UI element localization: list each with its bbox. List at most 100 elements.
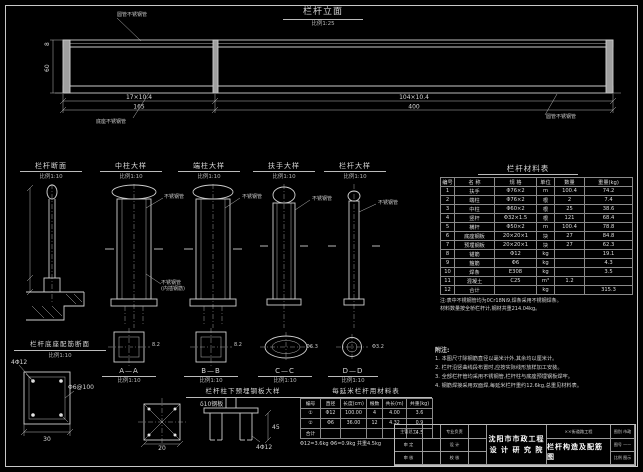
per-meter-table-footer: Φ12=3.6kg Φ6=0.9kg 共重4.5kg <box>300 441 382 447</box>
table-cell: 38.6 <box>584 204 633 214</box>
dim-400: 400 <box>408 104 420 111</box>
table-cell: 端柱 <box>454 195 495 205</box>
table-cell: 根 <box>536 204 555 214</box>
table-cell: 10 <box>440 267 455 277</box>
table-cell: 底座钢板 <box>454 231 495 241</box>
table-cell <box>554 258 585 268</box>
table-cell: 直径 <box>320 398 341 409</box>
table-cell: 预埋钢板 <box>454 240 495 250</box>
section-a-a-scale: 比例1:10 <box>117 378 141 384</box>
table-cell: 20×20×1 <box>494 240 537 250</box>
table-cell: 19.1 <box>584 249 633 259</box>
detail-scale-handrail: 比例1:10 <box>272 174 296 180</box>
table-cell: Φ50×2 <box>494 222 537 232</box>
table-cell: 4.00 <box>382 408 407 419</box>
institute-name: 沈阳市市政工程 设 计 研 究 院 <box>487 425 547 465</box>
label-stainless-tube-5: 不锈钢管 <box>378 200 399 206</box>
section-c-c-dim: Φ6.3 <box>306 344 318 350</box>
label-stainless-tube-1: 不锈钢管 <box>164 194 185 200</box>
table-cell: Φ12 <box>494 249 537 259</box>
railing-elevation-drawing: 8 60 17×10.4 104×10.4 165 400 <box>44 17 621 119</box>
table-cell <box>366 428 383 439</box>
dim-left-top: 8 <box>44 42 51 46</box>
table-cell: 块 <box>536 240 555 250</box>
meta-sheet-scale: 比例 图示 <box>611 452 635 465</box>
section-b-b-title: B—B <box>184 367 238 378</box>
signature-cell <box>469 452 487 465</box>
plate-thickness-label: δ10钢板 <box>200 400 223 408</box>
table-cell: 合计 <box>300 428 321 439</box>
table-cell: 25 <box>554 204 585 214</box>
base-section-scale: 比例1:10 <box>48 353 72 359</box>
signature-cell <box>423 425 441 439</box>
base-section-drawing: 4Φ12 Φ6@100 30 <box>11 359 94 443</box>
table-cell: 锚筋 <box>454 249 495 259</box>
table-cell: 名 称 <box>454 177 495 187</box>
table-cell: kg <box>536 249 555 259</box>
table-cell: 20×20×1 <box>494 231 537 241</box>
table-cell: Φ6 <box>320 418 341 429</box>
label-stainless-tube-2-line2: (内插钢筋) <box>161 286 185 292</box>
table-cell: 焊条 <box>454 267 495 277</box>
annotation-steel-tube-top: 圆管不锈钢管 <box>117 12 148 18</box>
note-item-3: 3. 全部栏杆管均采用不锈钢管,栏杆柱与底座预埋钢板焊牢。 <box>435 374 573 381</box>
table-cell: 横杆 <box>454 222 495 232</box>
table-cell: 中柱 <box>454 204 495 214</box>
table-cell <box>554 285 585 295</box>
signature-cell <box>469 425 487 439</box>
handrail-detail-drawing <box>260 184 311 328</box>
table-cell: 7.4 <box>584 195 633 205</box>
table-cell: 编号 <box>440 177 455 187</box>
table-cell: 78.8 <box>584 222 633 232</box>
meta-sheet-number: 图号 —— <box>611 439 635 452</box>
table-cell: 121 <box>554 213 585 223</box>
table-cell: 12 <box>440 285 455 295</box>
table-cell: 重量(kg) <box>584 177 633 187</box>
table-cell: 3.6 <box>406 408 433 419</box>
table-cell: 100.00 <box>340 408 367 419</box>
detail-scale-midpost: 比例1:10 <box>119 174 143 180</box>
per-meter-table-title: 每延米栏杆用材料表 <box>300 387 432 398</box>
table-cell: 5 <box>440 222 455 232</box>
note-item-4: 4. 钢筋焊接采用双面焊,每延米栏杆重约12.6kg,总重见材料表。 <box>435 383 583 390</box>
plate-anchor-rebar-label: 4Φ12 <box>256 444 272 451</box>
elevation-title: 栏杆立面 <box>283 7 363 20</box>
table-cell: 规 格 <box>494 177 537 187</box>
table-row: 编号名 称规 格单位数量重量(kg) <box>440 177 633 187</box>
table-cell: E308 <box>494 267 537 277</box>
table-cell: 编号 <box>300 398 321 409</box>
table-cell: 12 <box>366 418 383 429</box>
table-cell: 36.00 <box>340 418 367 429</box>
table-cell: 块 <box>536 231 555 241</box>
table-cell <box>340 428 367 439</box>
table-cell <box>320 428 341 439</box>
table-cell: 7 <box>440 240 455 250</box>
role-label-discipline-lead: 专业负责 <box>441 425 469 439</box>
section-a-a-dim: 8.2 <box>152 342 160 348</box>
elevation-scale: 比例1:25 <box>311 21 335 27</box>
baluster-detail-drawing <box>328 184 380 328</box>
label-stainless-tube-2: 不锈钢管 (内插钢筋) <box>161 280 185 292</box>
table-cell: 100.4 <box>554 186 585 196</box>
table-cell: 27 <box>554 231 585 241</box>
table-cell: 长度(cm) <box>340 398 367 409</box>
table-cell: 62.3 <box>584 240 633 250</box>
table-cell: kg <box>536 258 555 268</box>
table-cell: Φ6 <box>494 258 537 268</box>
table-cell: m³ <box>536 276 555 286</box>
plate-plan-dim: 20 <box>158 445 166 452</box>
detail-scale-endpost: 比例1:10 <box>197 174 221 180</box>
institute-name-line1: 沈阳市市政工程 <box>488 435 545 443</box>
dim-165: 165 <box>133 104 145 111</box>
table-cell: 混凝土 <box>454 276 495 286</box>
base-section-title: 栏杆底座配筋断面 <box>14 340 106 351</box>
plate-detail-title: 栏杆柱下预埋钢板大样 <box>186 387 300 398</box>
table-cell: 3.5 <box>584 267 633 277</box>
role-label-checker: 校 核 <box>441 452 469 465</box>
base-dim-width: 30 <box>43 436 51 443</box>
